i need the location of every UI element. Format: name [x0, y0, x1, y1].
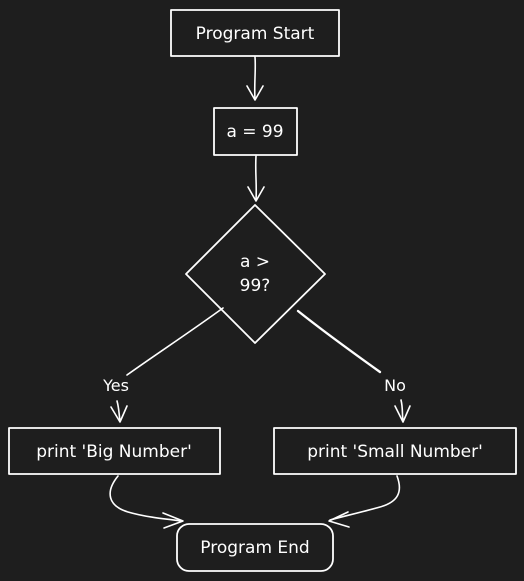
node-program-end-label: Program End [200, 538, 309, 558]
edge-decision-no [296, 309, 411, 423]
node-decision-diamond [185, 204, 326, 344]
node-assign-box [213, 107, 298, 156]
node-assign-label: a = 99 [226, 122, 283, 142]
node-program-end[interactable]: Program End [176, 523, 334, 572]
node-program-end-box [176, 523, 334, 572]
node-print-small-number-box [273, 427, 517, 475]
arrowhead-icon [247, 186, 265, 202]
node-print-big-number-label: print 'Big Number' [36, 442, 192, 462]
edge-start-to-assign [246, 56, 264, 101]
node-print-small-number[interactable]: print 'Small Number' [273, 427, 517, 475]
edge-yes-label: Yes [102, 376, 129, 395]
arrowhead-icon [394, 405, 411, 423]
arrowhead-icon [110, 405, 128, 423]
arrowhead-icon [328, 511, 350, 528]
node-print-big-number[interactable]: print 'Big Number' [8, 427, 221, 475]
node-print-big-number-box [8, 427, 221, 475]
node-decision-label-line1: a > [240, 252, 270, 272]
edge-no-label: No [384, 376, 406, 395]
node-program-start-label: Program Start [196, 24, 315, 44]
edge-big-to-end [109, 475, 184, 529]
arrowhead-icon [162, 512, 184, 529]
node-assign[interactable]: a = 99 [213, 107, 298, 156]
node-decision[interactable]: a > 99? [185, 204, 326, 344]
node-decision-label-line2: 99? [240, 276, 271, 296]
node-program-start-box [170, 9, 340, 57]
arrowhead-icon [246, 85, 264, 101]
node-print-small-number-label: print 'Small Number' [307, 442, 483, 462]
node-program-start[interactable]: Program Start [170, 9, 340, 57]
edge-decision-yes [110, 307, 224, 423]
edge-assign-to-decision [247, 155, 265, 202]
edge-small-to-end [328, 475, 401, 528]
